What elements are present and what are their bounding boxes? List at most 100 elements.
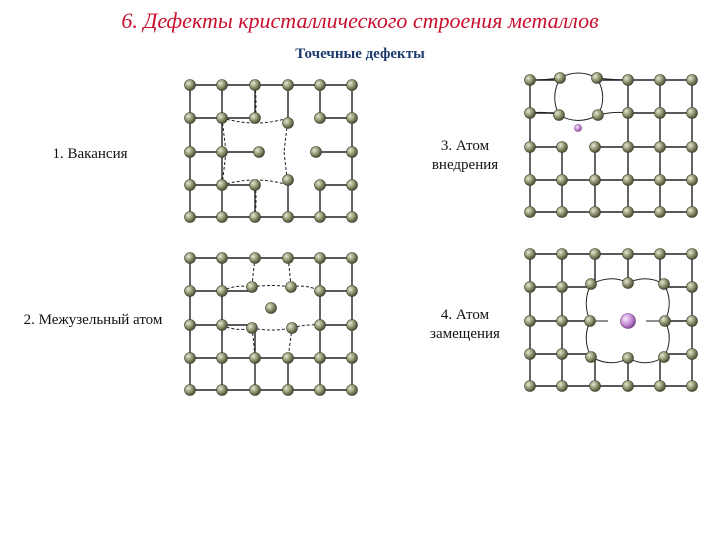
atom <box>249 112 261 124</box>
atom <box>592 109 604 121</box>
atom <box>314 211 326 223</box>
atom <box>686 380 698 392</box>
atom <box>654 141 666 153</box>
atom <box>282 384 294 396</box>
atom <box>556 206 568 218</box>
atom <box>249 211 261 223</box>
atom <box>216 146 228 158</box>
atom <box>524 74 536 86</box>
atom <box>622 141 634 153</box>
label-vacancy: 1. Вакансия <box>52 146 128 162</box>
atom <box>216 285 228 297</box>
atom <box>184 211 196 223</box>
atom <box>216 252 228 264</box>
atom <box>658 351 670 363</box>
atom <box>524 380 536 392</box>
atom <box>556 174 568 186</box>
atom <box>622 174 634 186</box>
atom <box>658 278 670 290</box>
atom <box>686 141 698 153</box>
implanted-foreign-atom <box>574 124 582 132</box>
atom <box>184 352 196 364</box>
atom <box>346 285 358 297</box>
atom <box>249 252 261 264</box>
atom <box>184 384 196 396</box>
atom <box>314 179 326 191</box>
atom <box>686 348 698 360</box>
atom <box>314 352 326 364</box>
atom <box>286 322 298 334</box>
atom <box>249 384 261 396</box>
atom <box>556 315 568 327</box>
atom <box>686 74 698 86</box>
atom <box>654 248 666 260</box>
atom <box>216 319 228 331</box>
label-interstitial: 2. Межузельный атом <box>23 312 163 328</box>
atom <box>589 141 601 153</box>
atom <box>282 79 294 91</box>
implanted-atom-lattice-diagram <box>524 72 698 218</box>
atom <box>686 281 698 293</box>
distortion-line <box>251 327 293 331</box>
atom <box>314 252 326 264</box>
atom <box>249 179 261 191</box>
atom <box>346 179 358 191</box>
atom <box>686 107 698 119</box>
atom <box>556 141 568 153</box>
atom <box>216 384 228 396</box>
atom <box>622 380 634 392</box>
atom <box>216 211 228 223</box>
atom <box>346 384 358 396</box>
atom <box>686 174 698 186</box>
atom <box>310 146 322 158</box>
atom <box>659 315 671 327</box>
atom <box>556 281 568 293</box>
vacancy-lattice-diagram <box>184 79 358 223</box>
atom <box>282 252 294 264</box>
atom <box>553 109 565 121</box>
label-implanted-atom: 3. Атом внедрения <box>431 138 499 173</box>
atom <box>184 285 196 297</box>
atom <box>686 315 698 327</box>
interstitial-atom <box>265 302 277 314</box>
atom <box>591 72 603 84</box>
atom <box>216 352 228 364</box>
atom <box>184 146 196 158</box>
substitution-atom-lattice-diagram <box>524 248 698 392</box>
atom <box>249 352 261 364</box>
page-title: 6. Дефекты кристаллического строения мет… <box>121 8 599 33</box>
atom <box>346 252 358 264</box>
atom <box>314 112 326 124</box>
atom <box>282 117 294 129</box>
atom <box>524 281 536 293</box>
atom <box>282 352 294 364</box>
atom <box>249 79 261 91</box>
atom <box>585 278 597 290</box>
atom <box>184 112 196 124</box>
atom <box>184 79 196 91</box>
atom <box>282 211 294 223</box>
atom <box>524 141 536 153</box>
atom <box>524 348 536 360</box>
atom <box>524 315 536 327</box>
atom <box>346 146 358 158</box>
atom <box>654 380 666 392</box>
atom <box>654 206 666 218</box>
atom <box>622 352 634 364</box>
atom <box>285 281 297 293</box>
distortion-line <box>251 285 292 288</box>
atom <box>554 72 566 84</box>
atom <box>589 174 601 186</box>
atom <box>686 248 698 260</box>
atom <box>314 384 326 396</box>
interstitial-lattice-diagram <box>184 252 358 396</box>
atom <box>654 74 666 86</box>
atom <box>346 319 358 331</box>
atom <box>654 107 666 119</box>
atom <box>524 174 536 186</box>
page-subtitle: Точечные дефекты <box>295 46 425 62</box>
atom <box>246 281 258 293</box>
atom <box>622 74 634 86</box>
atom <box>216 112 228 124</box>
atom <box>589 248 601 260</box>
